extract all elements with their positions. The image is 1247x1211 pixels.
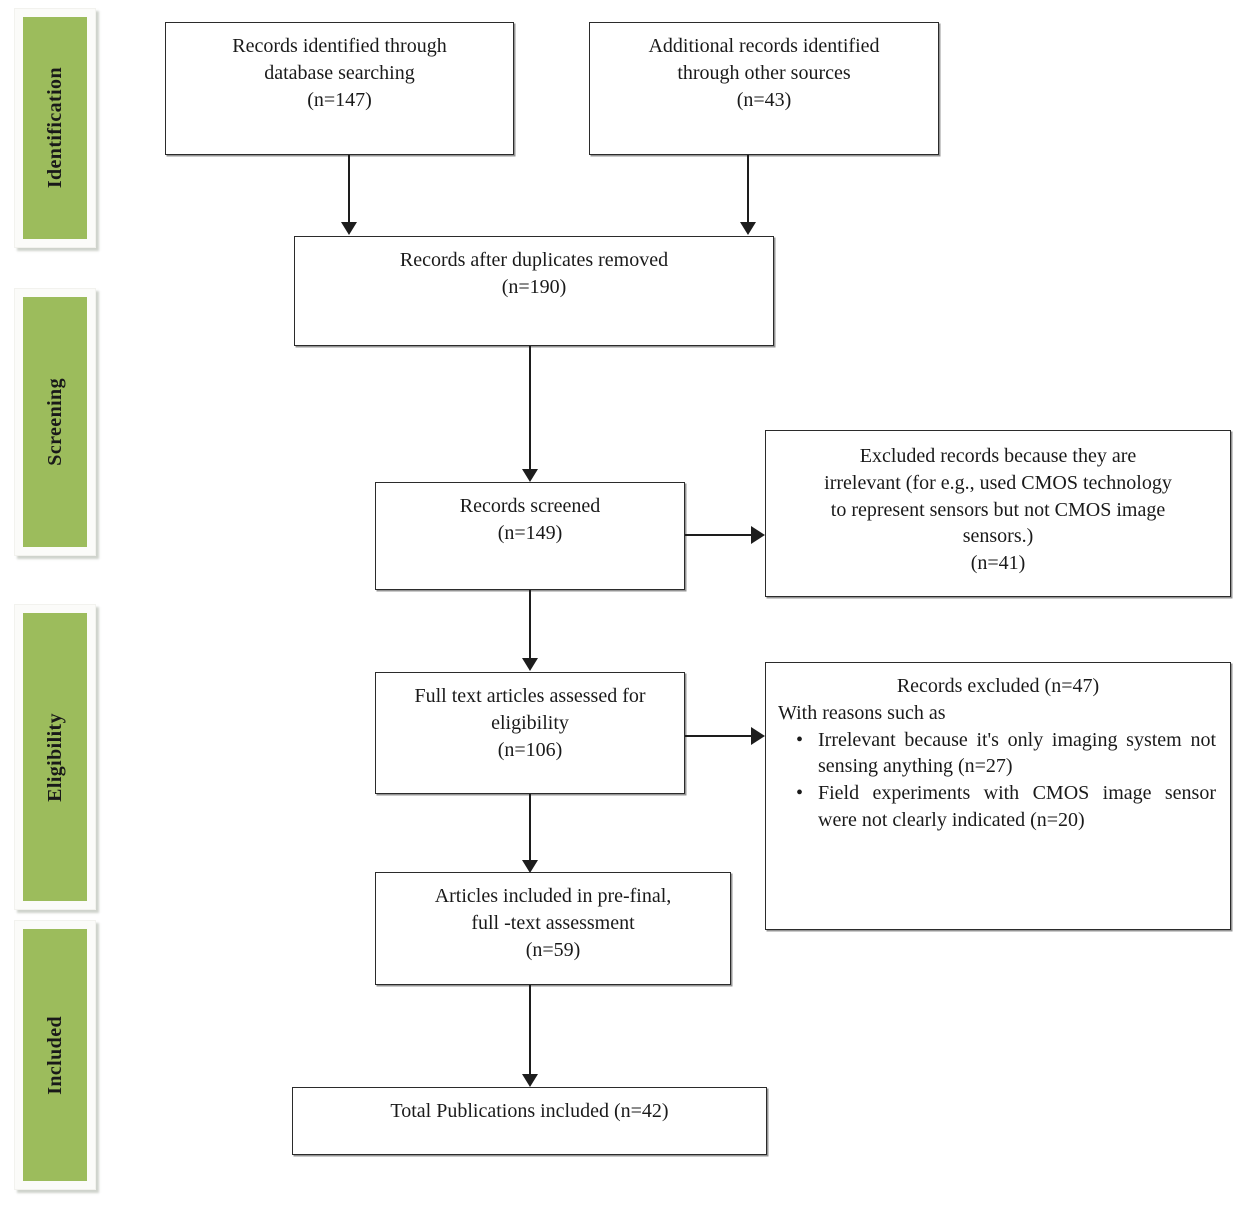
box-line: through other sources (677, 61, 851, 84)
connector-arrow-fulltext-to-prefinal (522, 860, 538, 873)
connector-arrow-screened-to-excluded (751, 526, 765, 544)
stage-bar-eligibility: Eligibility (14, 604, 96, 910)
box-text: Total Publications included (n=42) (293, 1088, 766, 1154)
box-count: (n=43) (736, 88, 792, 111)
reason-text: Field experiments with CMOS image sensor… (818, 782, 1216, 831)
stage-bar-screening: Screening (14, 288, 96, 556)
box-line: Additional records identified (648, 35, 880, 57)
reason-text: Irrelevant because it's only imaging sys… (818, 728, 1216, 778)
box-text: Full text articles assessed for eligibil… (376, 673, 684, 793)
box-additional-records-other-sources: Additional records identified through ot… (589, 22, 939, 155)
bullet-icon: • (796, 728, 804, 751)
connector-line-db-to-duplicates (348, 155, 350, 222)
box-excluded-records-irrelevant: Excluded records because they are irrele… (765, 430, 1231, 597)
box-count: (n=106) (497, 738, 563, 761)
box-text: Records after duplicates removed (n=190) (295, 237, 773, 345)
box-count: (n=59) (525, 938, 581, 961)
box-total-publications-included: Total Publications included (n=42) (292, 1087, 767, 1155)
box-text: Articles included in pre-final, full -te… (376, 873, 730, 984)
list-item: • Irrelevant because it's only imaging s… (796, 727, 1218, 781)
stage-label-screening: Screening (43, 378, 66, 466)
box-text: Additional records identified through ot… (590, 23, 938, 154)
box-line: irrelevant (for e.g., used CMOS technolo… (824, 471, 1172, 494)
reasons-heading: Records excluded (n=47) (896, 675, 1100, 697)
box-count: (n=41) (970, 552, 1026, 575)
box-line: Records after duplicates removed (399, 249, 669, 271)
box-records-screened: Records screened (n=149) (375, 482, 685, 590)
box-line: Total Publications included (n=42) (390, 1100, 669, 1122)
connector-arrow-other-to-duplicates (740, 222, 756, 235)
stage-bar-included: Included (14, 920, 96, 1190)
box-records-identified-database: Records identified through database sear… (165, 22, 514, 155)
bullet-icon: • (796, 782, 804, 805)
reasons-subheading: With reasons such as (778, 701, 946, 724)
connector-line-prefinal-to-total (529, 985, 531, 1074)
list-item: • Field experiments with CMOS image sens… (796, 780, 1218, 834)
reasons-text: Records excluded (n=47) With reasons suc… (766, 663, 1230, 929)
box-line: eligibility (491, 711, 569, 734)
box-articles-included-prefinal: Articles included in pre-final, full -te… (375, 872, 731, 985)
box-line: full -text assessment (471, 911, 635, 934)
stage-bar-fill: Identification (23, 17, 87, 239)
connector-arrow-db-to-duplicates (341, 222, 357, 235)
box-records-excluded-with-reasons: Records excluded (n=47) With reasons suc… (765, 662, 1231, 930)
box-text: Excluded records because they are irrele… (766, 431, 1230, 596)
box-count: (n=147) (307, 88, 372, 111)
connector-arrow-prefinal-to-total (522, 1074, 538, 1087)
box-count: (n=149) (497, 521, 563, 544)
stage-label-identification: Identification (43, 67, 66, 189)
connector-arrow-fulltext-to-excluded-reasons (751, 727, 765, 745)
reasons-list: • Irrelevant because it's only imaging s… (778, 727, 1218, 834)
box-count: (n=190) (501, 275, 567, 298)
box-line: sensors.) (962, 525, 1034, 548)
box-text: Records screened (n=149) (376, 483, 684, 589)
connector-line-fulltext-to-excluded-reasons (685, 735, 751, 737)
connector-line-screened-to-excluded (685, 534, 751, 536)
box-line: Full text articles assessed for (414, 685, 646, 707)
box-line: Excluded records because they are (859, 445, 1137, 467)
stage-label-eligibility: Eligibility (43, 712, 66, 802)
connector-line-duplicates-to-screened (529, 346, 531, 469)
connector-line-other-to-duplicates (747, 155, 749, 222)
stage-bar-fill: Eligibility (23, 613, 87, 901)
connector-line-fulltext-to-prefinal (529, 794, 531, 860)
stage-bar-fill: Included (23, 929, 87, 1181)
connector-arrow-duplicates-to-screened (522, 469, 538, 482)
box-full-text-articles-assessed: Full text articles assessed for eligibil… (375, 672, 685, 794)
stage-bar-identification: Identification (14, 8, 96, 248)
box-line: database searching (264, 61, 415, 84)
connector-arrow-screened-to-fulltext (522, 658, 538, 671)
stage-label-included: Included (43, 1015, 66, 1095)
stage-bar-fill: Screening (23, 297, 87, 547)
box-text: Records identified through database sear… (166, 23, 513, 154)
box-records-after-duplicates-removed: Records after duplicates removed (n=190) (294, 236, 774, 346)
connector-line-screened-to-fulltext (529, 590, 531, 658)
box-line: Records screened (459, 495, 601, 517)
box-line: Articles included in pre-final, (434, 885, 672, 907)
box-line: to represent sensors but not CMOS image (830, 498, 1166, 521)
box-line: Records identified through (232, 35, 447, 57)
